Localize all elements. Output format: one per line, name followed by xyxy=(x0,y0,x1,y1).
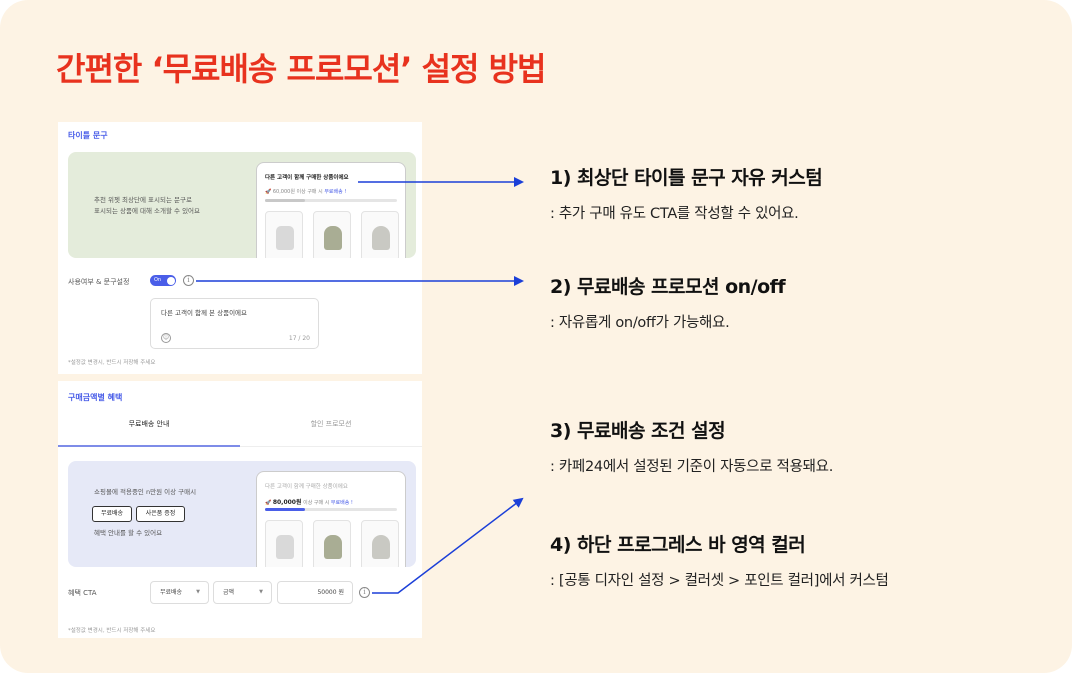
product-thumbnail xyxy=(313,211,351,258)
char-count: 17 / 20 xyxy=(288,335,310,342)
tab-discount-promotion[interactable]: 할인 프로모션 xyxy=(310,420,352,428)
product-image xyxy=(324,226,342,250)
product-image xyxy=(372,535,390,559)
purchase-benefit-panel: 구매금액별 혜택 무료배송 안내 할인 프로모션 쇼핑몰에 적용중인 n만원 이… xyxy=(58,381,422,638)
product-thumbnail xyxy=(265,520,303,567)
active-tab-indicator xyxy=(58,445,240,447)
chevron-down-icon: ▼ xyxy=(259,589,263,595)
promotion-toggle[interactable]: On xyxy=(150,275,176,286)
amount-value: 50000 원 xyxy=(317,589,344,596)
product-thumbnail xyxy=(265,211,303,258)
rocket-icon: 🚀 xyxy=(265,189,272,195)
callout-2: 2) 무료배송 프로모션 on/off : 자유롭게 on/off가 가능해요. xyxy=(550,272,786,332)
benefit-description: 쇼핑몰에 적용중인 n만원 이상 구매시 xyxy=(94,488,197,496)
preview-description-line2: 표시되는 상품에 대해 소개할 수 있어요 xyxy=(94,207,201,215)
page-title: 간편한 ‘무료배송 프로모션’ 설정 방법 xyxy=(56,50,546,88)
phone-title: 다른 고객이 함께 구매한 상품이에요 xyxy=(265,175,349,181)
chevron-down-icon: ▼ xyxy=(196,589,200,595)
product-thumbnail xyxy=(361,211,399,258)
chip-free-shipping[interactable]: 무료배송 xyxy=(92,506,132,522)
phone-preview: 다른 고객이 함께 구매한 상품이에요 🚀 60,000원 이상 구매 시 무료… xyxy=(256,162,406,258)
info-icon[interactable]: i xyxy=(359,587,370,598)
progress-fill xyxy=(265,199,305,202)
emoji-icon[interactable]: ☺ xyxy=(161,333,171,343)
callout-description: : 자유롭게 on/off가 가능해요. xyxy=(550,315,730,331)
benefit-type-select[interactable]: 무료배송 ▼ xyxy=(150,581,209,604)
save-note: *설정값 변경시, 반드시 저장해 주세요 xyxy=(68,360,156,366)
title-text-input[interactable]: 다른 고객이 함께 본 상품이에요 ☺ 17 / 20 xyxy=(150,298,319,349)
callout-3: 3) 무료배송 조건 설정 : 카페24에서 설정된 기준이 자동으로 적용돼요… xyxy=(550,416,833,476)
progress-fill xyxy=(265,508,305,511)
product-thumbnail xyxy=(361,520,399,567)
product-image xyxy=(276,226,294,250)
callout-4: 4) 하단 프로그레스 바 영역 컬러 : [공통 디자인 설정 > 컬러셋 >… xyxy=(550,530,889,590)
phone-amount: 80,000원 xyxy=(272,499,302,506)
callout-1: 1) 최상단 타이틀 문구 자유 커스텀 : 추가 구매 유도 CTA를 작성할… xyxy=(550,163,823,223)
title-text-value: 다른 고객이 함께 본 상품이에요 xyxy=(161,309,248,317)
product-thumbnail xyxy=(313,520,351,567)
callout-heading: 4) 하단 프로그레스 바 영역 컬러 xyxy=(550,534,806,556)
rocket-icon: 🚀 xyxy=(265,500,272,506)
tab-free-shipping[interactable]: 무료배송 안내 xyxy=(128,420,170,428)
tab-divider xyxy=(58,446,422,447)
callout-heading: 3) 무료배송 조건 설정 xyxy=(550,420,726,442)
phone-preview: 다른 고객이 함께 구매한 상품이에요 🚀 80,000원 이상 구매 시 무료… xyxy=(256,471,406,567)
section-label-title: 타이틀 문구 xyxy=(68,131,108,140)
toggle-row-label: 사용여부 & 문구설정 xyxy=(68,278,130,286)
phone-title: 다른 고객이 함께 구매한 상품이에요 xyxy=(265,484,348,490)
widget-preview-area: 추천 위젯 최상단에 표시되는 문구로 표시되는 상품에 대해 소개할 수 있어… xyxy=(68,152,416,258)
phone-subtext: 🚀 80,000원 이상 구매 시 무료배송 ! xyxy=(265,497,353,506)
product-image xyxy=(276,535,294,559)
phone-sub-text: 이상 구매 시 xyxy=(303,500,330,506)
progress-bar xyxy=(265,199,397,202)
condition-select[interactable]: 금액 ▼ xyxy=(213,581,272,604)
callout-description: : [공통 디자인 설정 > 컬러셋 > 포인트 컬러]에서 커스텀 xyxy=(550,573,889,589)
info-icon[interactable]: i xyxy=(183,275,194,286)
callout-description: : 카페24에서 설정된 기준이 자동으로 적용돼요. xyxy=(550,459,834,475)
title-settings-panel: 타이틀 문구 추천 위젯 최상단에 표시되는 문구로 표시되는 상품에 대해 소… xyxy=(58,122,422,374)
toggle-knob xyxy=(166,276,175,285)
phone-highlight: 무료배송 ! xyxy=(324,189,347,195)
cta-label: 혜택 CTA xyxy=(68,589,97,597)
callout-description: : 추가 구매 유도 CTA를 작성할 수 있어요. xyxy=(550,206,799,222)
toggle-label: On xyxy=(154,276,162,283)
phone-sub-text: 이상 구매 시 xyxy=(296,189,323,195)
phone-highlight: 무료배송 ! xyxy=(330,500,353,506)
benefit-description-2: 혜택 안내를 할 수 있어요 xyxy=(94,529,163,537)
callout-heading: 1) 최상단 타이틀 문구 자유 커스텀 xyxy=(550,167,823,189)
preview-description-line1: 추천 위젯 최상단에 표시되는 문구로 xyxy=(94,196,192,204)
product-image xyxy=(372,226,390,250)
section-label-benefit: 구매금액별 혜택 xyxy=(68,393,123,402)
benefit-preview-area: 쇼핑몰에 적용중인 n만원 이상 구매시 무료배송 사은품 증정 혜택 안내를 … xyxy=(68,461,416,567)
amount-input[interactable]: 50000 원 xyxy=(277,581,353,604)
product-image xyxy=(324,535,342,559)
callout-heading: 2) 무료배송 프로모션 on/off xyxy=(550,276,786,298)
benefit-type-value: 무료배송 xyxy=(160,589,183,596)
phone-subtext: 🚀 60,000원 이상 구매 시 무료배송 ! xyxy=(265,188,346,195)
phone-amount: 60,000원 xyxy=(272,189,295,195)
condition-value: 금액 xyxy=(223,589,235,596)
progress-bar xyxy=(265,508,397,511)
save-note: *설정값 변경시, 반드시 저장해 주세요 xyxy=(68,628,156,634)
chip-gift[interactable]: 사은품 증정 xyxy=(136,506,185,522)
